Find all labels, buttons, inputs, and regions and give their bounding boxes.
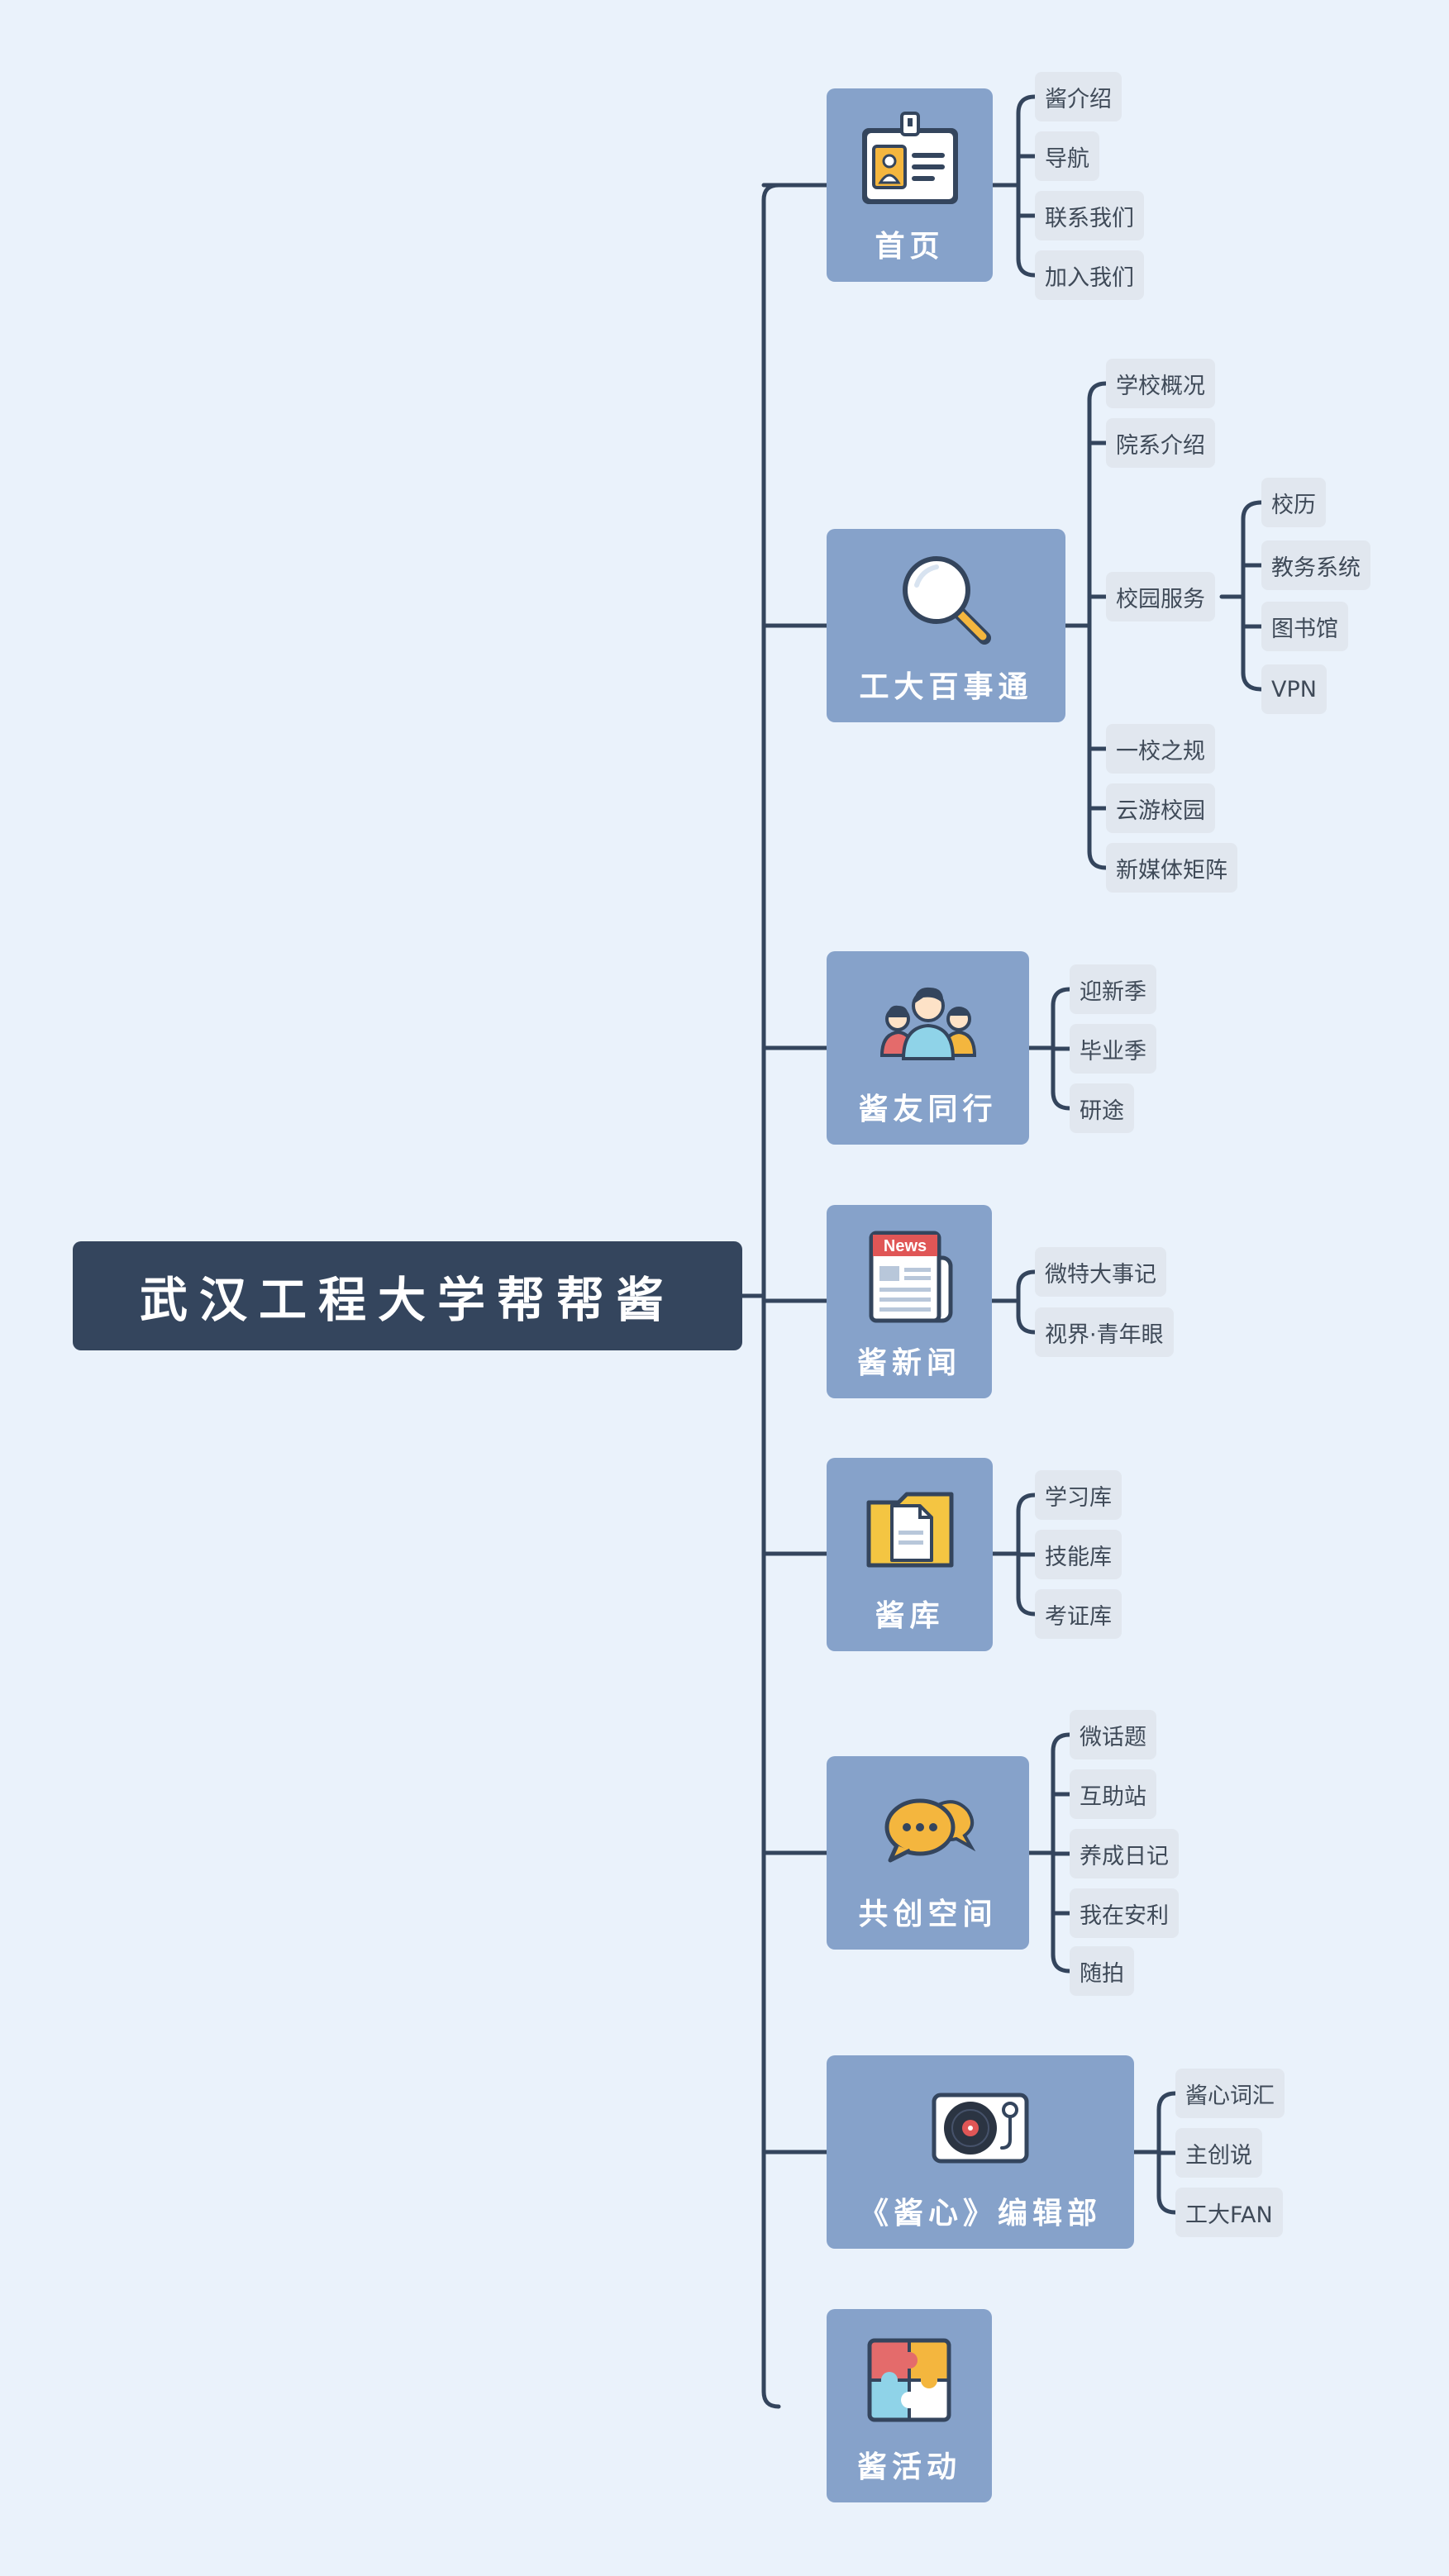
people-group-icon	[879, 973, 978, 1072]
leaf-node[interactable]: 微特大事记	[1035, 1247, 1166, 1297]
leaf-node[interactable]: 一校之规	[1106, 724, 1215, 774]
branch-label: 首页	[875, 230, 945, 264]
leaf-node[interactable]: 毕业季	[1070, 1024, 1156, 1074]
sub-leaf-node[interactable]: 图书馆	[1261, 602, 1348, 651]
leaf-node[interactable]: 我在安利	[1070, 1888, 1179, 1938]
leaf-node[interactable]: 微话题	[1070, 1710, 1156, 1759]
leaf-node[interactable]: 视界·青年眼	[1035, 1307, 1174, 1357]
leaf-node[interactable]: 云游校园	[1106, 783, 1215, 833]
branch-label: 酱库	[875, 1599, 945, 1633]
leaf-node[interactable]: 院系介绍	[1106, 418, 1215, 468]
branch-card-campus-guide[interactable]: 工大百事通	[827, 529, 1065, 722]
branch-label: 共创空间	[858, 1897, 998, 1931]
branch-label: 工大百事通	[859, 670, 1033, 704]
branch-label: 酱友同行	[858, 1093, 998, 1126]
chat-bubbles-icon	[879, 1778, 978, 1877]
leaf-node[interactable]: 互助站	[1070, 1769, 1156, 1819]
sub-leaf-node[interactable]: 教务系统	[1261, 540, 1370, 590]
svg-text:News: News	[884, 1237, 927, 1255]
leaf-node[interactable]: 学校概况	[1106, 359, 1215, 408]
branch-label: 酱新闻	[856, 1346, 961, 1380]
leaf-node[interactable]: 加入我们	[1035, 250, 1144, 300]
leaf-node[interactable]: 联系我们	[1035, 191, 1144, 240]
branch-card-library[interactable]: 酱库	[827, 1458, 993, 1651]
leaf-node[interactable]: 酱介绍	[1035, 72, 1122, 121]
puzzle-icon	[860, 2331, 959, 2430]
folder-document-icon	[860, 1479, 960, 1578]
leaf-node[interactable]: 学习库	[1035, 1470, 1122, 1520]
sub-leaf-node[interactable]: VPN	[1261, 664, 1327, 714]
branch-label: 《酱心》编辑部	[858, 2197, 1102, 2231]
id-badge-icon	[860, 110, 960, 209]
branch-card-news[interactable]: News 酱新闻	[827, 1205, 992, 1398]
branch-label: 酱活动	[856, 2450, 961, 2484]
magnifier-icon	[897, 550, 996, 650]
leaf-node[interactable]: 技能库	[1035, 1530, 1122, 1579]
leaf-node[interactable]: 酱心词汇	[1175, 2069, 1285, 2118]
branch-card-home[interactable]: 首页	[827, 88, 993, 282]
branch-card-editorial[interactable]: 《酱心》编辑部	[827, 2055, 1134, 2249]
leaf-node[interactable]: 迎新季	[1070, 964, 1156, 1014]
newspaper-icon: News	[860, 1226, 959, 1326]
root-node: 武汉工程大学帮帮酱	[73, 1241, 742, 1350]
sub-leaf-node[interactable]: 校历	[1261, 478, 1326, 527]
leaf-node[interactable]: 校园服务	[1106, 572, 1215, 621]
leaf-node[interactable]: 养成日记	[1070, 1829, 1179, 1878]
record-player-icon	[931, 2077, 1030, 2176]
leaf-node[interactable]: 导航	[1035, 131, 1099, 181]
leaf-node[interactable]: 研途	[1070, 1083, 1134, 1133]
leaf-node[interactable]: 主创说	[1175, 2128, 1262, 2178]
leaf-node[interactable]: 考证库	[1035, 1589, 1122, 1639]
leaf-node[interactable]: 新媒体矩阵	[1106, 843, 1237, 893]
branch-card-activities[interactable]: 酱活动	[827, 2309, 992, 2502]
leaf-node[interactable]: 工大FAN	[1175, 2188, 1283, 2237]
branch-card-co-creation[interactable]: 共创空间	[827, 1756, 1029, 1950]
leaf-node[interactable]: 随拍	[1070, 1946, 1134, 1996]
branch-card-peers[interactable]: 酱友同行	[827, 951, 1029, 1145]
